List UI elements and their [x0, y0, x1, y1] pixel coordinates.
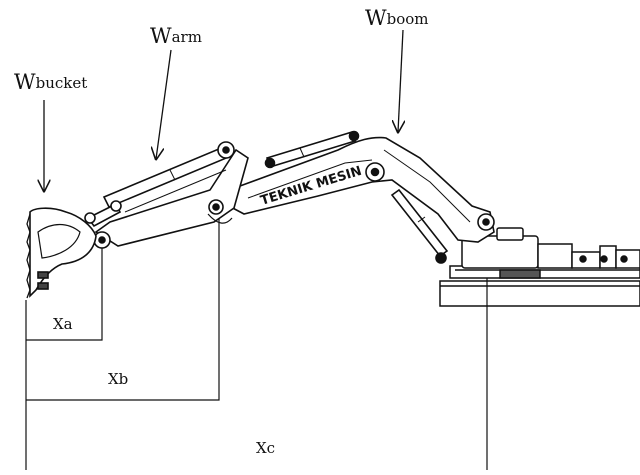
arm-load-arrow: [156, 49, 172, 159]
load-arrows: [44, 29, 403, 191]
bucket: [26, 207, 97, 299]
xb-label: Xb: [108, 370, 128, 388]
w-arm-label: Warm: [150, 24, 202, 48]
w-boom-label: Wboom: [365, 6, 428, 30]
w-bucket-label: Wbucket: [14, 70, 87, 94]
undercarriage: [439, 265, 640, 307]
cab-structure: [461, 227, 640, 269]
arm: [84, 141, 249, 249]
xa-dimension-line: [26, 248, 103, 341]
xc-label: Xc: [256, 439, 275, 457]
xa-label: Xa: [53, 315, 73, 333]
xb-dimension-line: [26, 210, 220, 401]
boom: [207, 130, 495, 264]
boom-load-arrow: [398, 29, 403, 132]
dimension-lines: [25, 210, 488, 470]
track-frame: [439, 280, 640, 307]
